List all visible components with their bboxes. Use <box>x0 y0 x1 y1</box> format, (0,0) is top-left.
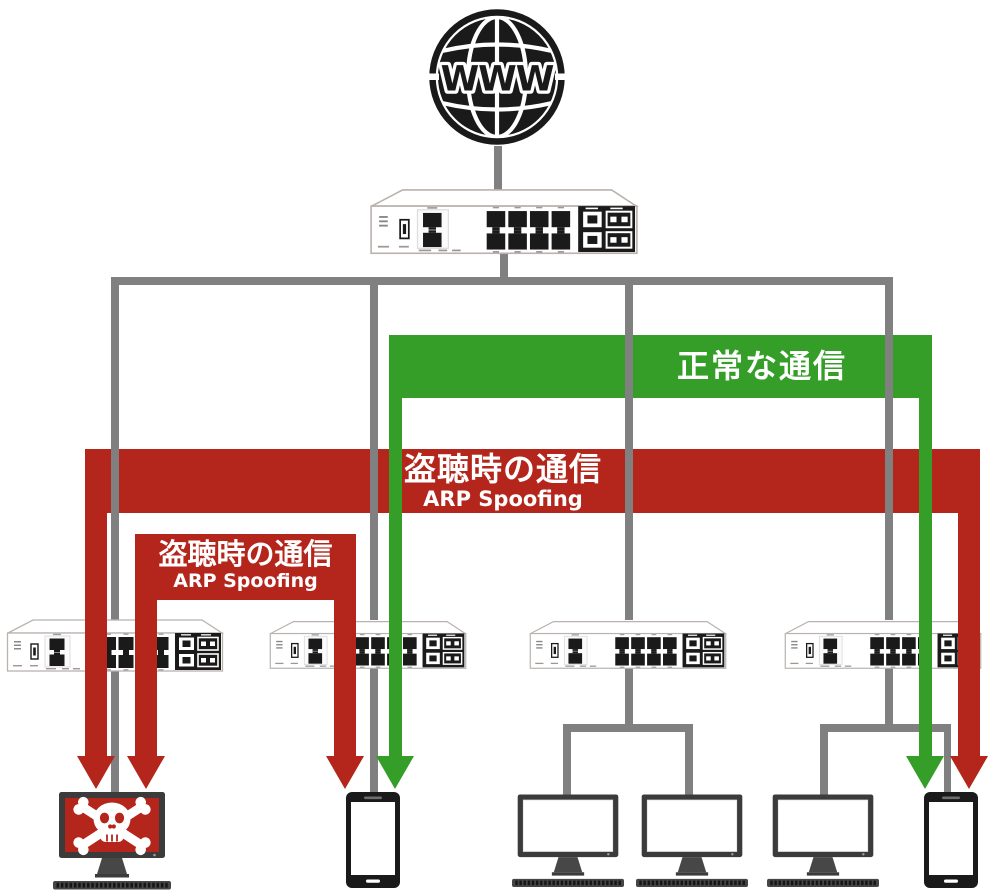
lan-drop-line-4 <box>885 280 893 620</box>
normal-arrow-shaft-right <box>919 335 932 757</box>
normal-arrowhead-to-smartphone2 <box>906 756 944 789</box>
eavesdrop-main-label: 盗聴時の通信 ARP Spoofing <box>323 451 683 511</box>
eavesdrop-arrow-shaft-local-right <box>334 534 356 757</box>
switch3-stem-line <box>625 668 633 728</box>
eavesdrop-local-title: 盗聴時の通信 <box>158 537 333 571</box>
eavesdrop-arrow-shaft-main-right <box>958 449 980 757</box>
edge-switch-4-icon <box>783 618 983 671</box>
smartphone-icon-2 <box>923 792 979 888</box>
core-switch-icon <box>368 185 640 257</box>
edge-switch-2-icon <box>268 618 468 671</box>
smartphone1-link-line <box>370 668 378 795</box>
normal-traffic-band: 正常な通信 <box>389 335 932 398</box>
eavesdrop-arrowhead-to-attacker-1 <box>77 756 115 789</box>
smartphone2-link-line <box>944 728 951 795</box>
desktop1-link-line <box>563 728 571 795</box>
edge-switch-1-icon <box>5 616 225 674</box>
lan-tree-horizontal-line <box>111 277 893 285</box>
eavesdrop-arrowhead-to-smartphone2 <box>950 756 988 789</box>
desktop-computer-icon-1 <box>512 790 624 890</box>
lan-drop-line-3 <box>625 280 633 620</box>
eavesdrop-arrowhead-to-attacker-2 <box>127 756 165 789</box>
lan-drop-line-2 <box>370 280 378 620</box>
desktop-computer-icon-3 <box>767 790 879 890</box>
eavesdrop-arrow-shaft-main-left <box>85 449 107 757</box>
switch4-stem-line <box>885 668 893 728</box>
svg-text:WWW: WWW <box>441 60 554 100</box>
eavesdrop-main-subtitle: ARP Spoofing <box>423 487 583 511</box>
desktop3-link-line <box>820 728 828 795</box>
eavesdrop-traffic-band-local: 盗聴時の通信 ARP Spoofing <box>135 534 356 600</box>
eavesdrop-arrowhead-to-smartphone1 <box>326 756 364 789</box>
eavesdrop-main-title: 盗聴時の通信 <box>403 450 602 488</box>
smartphone-icon-1 <box>345 792 401 888</box>
normal-arrow-shaft-left <box>389 335 402 757</box>
desktop2-link-line <box>685 728 693 795</box>
normal-arrowhead-to-smartphone1 <box>376 756 414 789</box>
normal-traffic-label: 正常な通信 <box>676 347 847 385</box>
eavesdrop-traffic-band-main: 盗聴時の通信 ARP Spoofing <box>85 449 980 513</box>
core-switch-downlink-line <box>500 254 508 280</box>
www-globe-icon: WWW <box>427 6 567 148</box>
edge-switch-3-icon <box>528 618 728 671</box>
switch3-split-line <box>563 724 693 732</box>
switch4-split-line <box>820 724 951 732</box>
eavesdrop-arrow-shaft-local-left <box>135 534 157 757</box>
lan-drop-line-1 <box>111 280 119 620</box>
internet-uplink-line <box>494 146 502 194</box>
desktop-computer-icon-2 <box>636 790 748 890</box>
eavesdrop-local-label: 盗聴時の通信 ARP Spoofing <box>135 538 356 593</box>
attacker-link-line <box>111 668 119 795</box>
attacker-computer-icon <box>53 790 171 890</box>
eavesdrop-local-subtitle: ARP Spoofing <box>173 570 318 592</box>
